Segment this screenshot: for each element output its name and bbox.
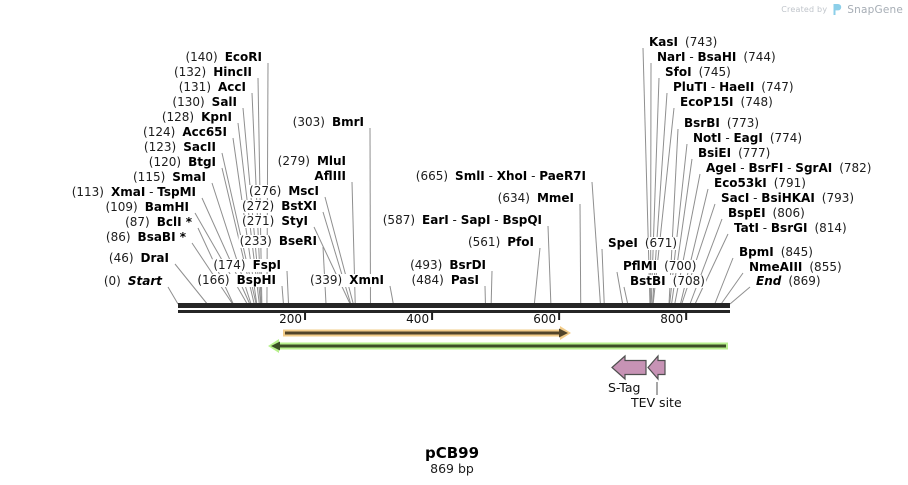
enzyme-label-pfoi: (561)PfoI bbox=[466, 235, 535, 249]
enzyme-label-afliii: AflIII bbox=[313, 169, 347, 183]
enzyme-label-acci: (131)AccI bbox=[177, 80, 247, 94]
enzyme-label-nmeaiii: NmeAIII(855) bbox=[748, 260, 843, 274]
snapgene-logo-icon bbox=[833, 4, 842, 15]
enzyme-label-bsphi: (166)BspHI bbox=[196, 273, 277, 287]
ruler-tick-label: 800 bbox=[660, 312, 684, 326]
tev-site-feature bbox=[647, 354, 666, 381]
enzyme-label-fspi: (174)FspI bbox=[212, 258, 282, 272]
enzyme-label-ecop15i: EcoP15I(748) bbox=[679, 95, 774, 109]
enzyme-label-smli-xhoi-paer7i: (665)SmlI - XhoI - PaeR7I bbox=[414, 169, 587, 183]
enzyme-label-bseri: (233)BseRI bbox=[238, 234, 318, 248]
s-tag-label: S-Tag bbox=[608, 380, 641, 395]
plasmid-length: 869 bp bbox=[430, 461, 474, 476]
enzyme-label-msci: (276)MscI bbox=[248, 184, 320, 198]
enzyme-label-bstxi: (272)BstXI bbox=[240, 199, 318, 213]
enzyme-label-styi: (271)StyI bbox=[241, 214, 309, 228]
features bbox=[268, 326, 728, 381]
enzyme-label-xmni: (339)XmnI bbox=[308, 273, 385, 287]
enzyme-label-xmai-tspmi: (113)XmaI - TspMI bbox=[70, 185, 197, 199]
enzyme-label-sali: (130)SalI bbox=[171, 95, 238, 109]
enzyme-label-eco53ki: Eco53kI(791) bbox=[713, 176, 807, 190]
enzyme-label-btgi: (120)BtgI bbox=[147, 155, 217, 169]
enzyme-label-ecori: (140)EcoRI bbox=[184, 50, 263, 64]
snapgene-watermark: Created by SnapGene bbox=[781, 3, 903, 16]
watermark-brand: SnapGene bbox=[847, 3, 903, 16]
enzyme-label-eari-sapi-bspqi: (587)EarI - SapI - BspQI bbox=[381, 213, 543, 227]
enzyme-label-sfoi: SfoI(745) bbox=[664, 65, 732, 79]
enzyme-label-bmri: (303)BmrI bbox=[291, 115, 365, 129]
enzyme-label-bsrdi: (493)BsrDI bbox=[409, 258, 487, 272]
enzyme-label-bsrbi: BsrBI(773) bbox=[683, 116, 761, 130]
enzyme-label-noti-eagi: NotI - EagI(774) bbox=[692, 131, 804, 145]
enzyme-label-nari-bsahi: NarI - BsaHI(744) bbox=[656, 50, 777, 64]
plasmid-name: pCB99 bbox=[424, 444, 480, 462]
ruler-tick-label: 400 bbox=[406, 312, 430, 326]
backbone bbox=[178, 303, 730, 313]
enzyme-label-pluti-haeii: PluTI - HaeII(747) bbox=[672, 80, 795, 94]
forward-feature bbox=[283, 326, 571, 340]
enzyme-label-saci-bsihkai: SacI - BsiHKAI(793) bbox=[720, 191, 856, 205]
enzyme-label-bpmi: BpmI(845) bbox=[738, 245, 814, 259]
enzyme-label-spei: SpeI(671) bbox=[607, 236, 679, 250]
enzyme-label-start: (0)Start bbox=[102, 274, 163, 288]
ruler-tick-label: 600 bbox=[533, 312, 557, 326]
enzyme-label-bstbi: BstBI(708) bbox=[629, 274, 706, 288]
enzyme-label-bamhi: (109)BamHI bbox=[104, 200, 190, 214]
ruler-tick-label: 200 bbox=[279, 312, 303, 326]
enzyme-label-bspei: BspEI(806) bbox=[727, 206, 806, 220]
enzyme-label-bsiei: BsiEI(777) bbox=[697, 146, 772, 160]
enzyme-label-kasi: KasI(743) bbox=[648, 35, 719, 49]
enzyme-label-hincii: (132)HincII bbox=[172, 65, 253, 79]
enzyme-label-mlui: (279)MluI bbox=[276, 154, 347, 168]
enzyme-label-kpni: (128)KpnI bbox=[160, 110, 233, 124]
ruler-ticks bbox=[304, 312, 688, 320]
enzyme-label-bcli: (87)BclI * bbox=[124, 215, 193, 229]
enzyme-label-end: End(869) bbox=[755, 274, 822, 288]
watermark-created-by: Created by bbox=[781, 5, 828, 14]
enzyme-label-tati-bsrgi: TatI - BsrGI(814) bbox=[733, 221, 848, 235]
enzyme-label-agei-bsrfi-sgrai: AgeI - BsrFI - SgrAI(782) bbox=[705, 161, 873, 175]
enzyme-label-bsabi: (86)BsaBI * bbox=[104, 230, 187, 244]
enzyme-label-sacii: (123)SacII bbox=[142, 140, 217, 154]
enzyme-label-acc65i: (124)Acc65I bbox=[142, 125, 228, 139]
enzyme-label-pasi: (484)PasI bbox=[410, 273, 480, 287]
enzyme-label-mmei: (634)MmeI bbox=[496, 191, 575, 205]
s-tag-feature bbox=[611, 354, 647, 381]
reverse-feature bbox=[268, 339, 728, 353]
enzyme-label-drai: (46)DraI bbox=[107, 251, 170, 265]
tev-site-label: TEV site bbox=[631, 395, 682, 410]
enzyme-label-pflmi: PflMI(700) bbox=[622, 259, 698, 273]
enzyme-label-smai: (115)SmaI bbox=[132, 170, 207, 184]
